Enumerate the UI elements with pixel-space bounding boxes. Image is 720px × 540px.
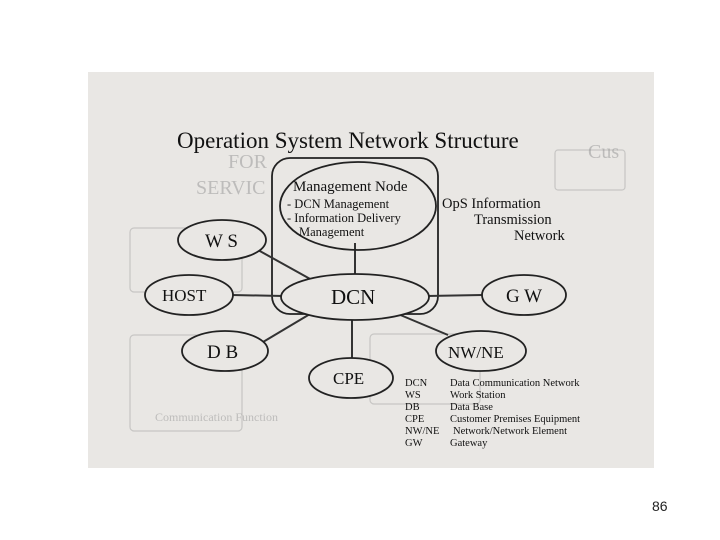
ops-info-line-3: Network bbox=[514, 228, 565, 244]
gw-label: G W bbox=[506, 286, 542, 307]
legend-abbr: CPE bbox=[405, 414, 424, 425]
legend-desc: Work Station bbox=[450, 390, 506, 401]
line-host-dcn bbox=[231, 294, 284, 297]
connection-lines bbox=[231, 243, 483, 358]
ws-node bbox=[177, 219, 267, 261]
legend-abbr: DB bbox=[405, 402, 420, 413]
management-item-1: - DCN Management bbox=[287, 197, 390, 211]
bleed-through-text: FOR SERVIC Cus Communication Function bbox=[155, 141, 619, 424]
svg-text:FOR: FOR bbox=[228, 151, 268, 173]
svg-text:Cus: Cus bbox=[588, 141, 619, 163]
legend-desc: Customer Premises Equipment bbox=[450, 414, 580, 425]
legend-desc: Gateway bbox=[450, 438, 488, 449]
host-node bbox=[144, 274, 234, 316]
dcn-label: DCN bbox=[331, 285, 375, 309]
legend-desc: Data Base bbox=[450, 402, 493, 413]
legend-abbr: NW/NE bbox=[405, 426, 439, 437]
management-node-title: Management Node bbox=[293, 179, 408, 195]
db-label: D B bbox=[207, 342, 238, 363]
ws-label: W S bbox=[205, 231, 238, 252]
nwne-label: NW/NE bbox=[448, 343, 504, 362]
page-number: 86 bbox=[652, 498, 668, 514]
dcn-node bbox=[280, 273, 430, 321]
cpe-label: CPE bbox=[333, 369, 364, 388]
management-node-ellipse bbox=[279, 161, 437, 251]
management-item-3: Management bbox=[299, 225, 365, 239]
db-node bbox=[181, 330, 269, 372]
legend-abbr: WS bbox=[405, 390, 421, 401]
ops-info-line-2: Transmission bbox=[474, 212, 552, 228]
line-dcn-nwne bbox=[397, 313, 449, 336]
legend-abbr: GW bbox=[405, 438, 423, 449]
ops-info-line-1: OpS Information bbox=[442, 196, 541, 212]
cpe-node bbox=[308, 357, 394, 399]
svg-text:SERVIC: SERVIC bbox=[196, 177, 266, 199]
nwne-node bbox=[435, 330, 527, 372]
host-label: HOST bbox=[162, 286, 207, 305]
line-dcn-gw bbox=[426, 294, 483, 297]
line-ws-dcn bbox=[257, 249, 313, 281]
diagram-title: Operation System Network Structure bbox=[177, 128, 519, 153]
gw-node bbox=[481, 274, 567, 316]
abbreviation-legend: DCN Data Communication Network WS Work S… bbox=[405, 378, 580, 449]
scanned-page bbox=[88, 72, 654, 468]
legend-desc: Network/Network Element bbox=[453, 426, 567, 437]
management-item-2: - Information Delivery bbox=[287, 211, 402, 225]
legend-abbr: DCN bbox=[405, 378, 428, 389]
svg-text:Communication Function: Communication Function bbox=[155, 410, 278, 424]
line-db-dcn bbox=[257, 313, 311, 346]
legend-desc: Data Communication Network bbox=[450, 378, 580, 389]
